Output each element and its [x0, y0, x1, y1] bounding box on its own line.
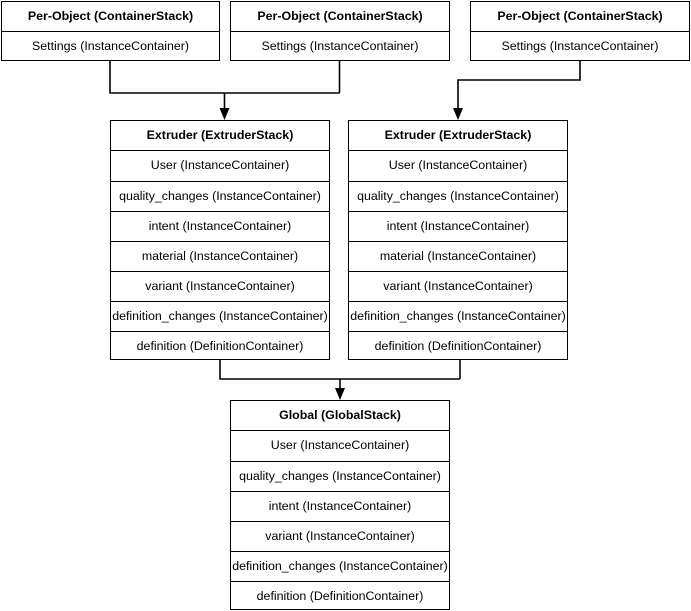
arrow-head-extruder-1 — [219, 108, 230, 120]
node-global-stack[interactable]: Global (GlobalStack) User (InstanceContai… — [230, 400, 450, 610]
node-row[interactable]: material (InstanceContainer) — [111, 241, 329, 271]
node-header-extruder-2: Extruder (ExtruderStack) — [349, 121, 567, 151]
node-row[interactable]: Settings (InstanceContainer) — [261, 39, 419, 53]
node-row[interactable]: definition (DefinitionContainer) — [231, 581, 449, 611]
edge-per-object-1-segment — [109, 61, 340, 94]
node-row[interactable]: definition_changes (InstanceContainer) — [349, 301, 567, 331]
node-header-per-object-1: Per-Object (ContainerStack) — [2, 2, 219, 32]
arrow-head-extruder-2 — [453, 108, 463, 120]
node-extruder-1[interactable]: Extruder (ExtruderStack) User (InstanceCo… — [110, 120, 330, 360]
node-row[interactable]: variant (InstanceContainer) — [231, 521, 449, 551]
edge-per-object-3-segment — [457, 61, 581, 111]
node-row[interactable]: User (InstanceContainer) — [388, 158, 528, 172]
node-per-object-1[interactable]: Per-Object (ContainerStack) Settings (Ins… — [1, 1, 220, 61]
node-row[interactable]: variant (InstanceContainer) — [111, 271, 329, 301]
node-row[interactable]: variant (InstanceContainer) — [349, 271, 567, 301]
node-row[interactable]: User (InstanceContainer) — [150, 158, 290, 172]
node-row[interactable]: User (InstanceContainer) — [270, 438, 410, 452]
node-per-object-2[interactable]: Per-Object (ContainerStack) Settings (Ins… — [230, 1, 450, 61]
node-row[interactable]: intent (InstanceContainer) — [111, 211, 329, 241]
node-row[interactable]: quality_changes (InstanceContainer) — [231, 461, 449, 491]
node-row[interactable]: definition_changes (InstanceContainer) — [111, 301, 329, 331]
arrow-head-global — [335, 388, 345, 400]
node-row[interactable]: quality_changes (InstanceContainer) — [111, 181, 329, 211]
node-row[interactable]: material (InstanceContainer) — [349, 241, 567, 271]
node-row[interactable]: quality_changes (InstanceContainer) — [349, 181, 567, 211]
node-row[interactable]: definition (DefinitionContainer) — [349, 331, 567, 361]
node-row[interactable]: Settings (InstanceContainer) — [31, 39, 190, 53]
node-row[interactable]: definition (DefinitionContainer) — [111, 331, 329, 361]
node-row[interactable]: Settings (InstanceContainer) — [501, 39, 659, 53]
node-row[interactable]: intent (InstanceContainer) — [349, 211, 567, 241]
node-header-global-stack: Global (GlobalStack) — [231, 401, 449, 431]
node-per-object-3[interactable]: Per-Object (ContainerStack) Settings (Ins… — [470, 1, 690, 61]
node-header-per-object-3: Per-Object (ContainerStack) — [471, 2, 689, 32]
node-extruder-2[interactable]: Extruder (ExtruderStack) User (InstanceCo… — [348, 120, 568, 360]
node-header-extruder-1: Extruder (ExtruderStack) — [111, 121, 329, 151]
node-row[interactable]: intent (InstanceContainer) — [231, 491, 449, 521]
node-row[interactable]: definition_changes (InstanceContainer) — [231, 551, 449, 581]
edge-extruder-1-segment — [219, 360, 460, 380]
node-header-per-object-2: Per-Object (ContainerStack) — [231, 2, 449, 32]
